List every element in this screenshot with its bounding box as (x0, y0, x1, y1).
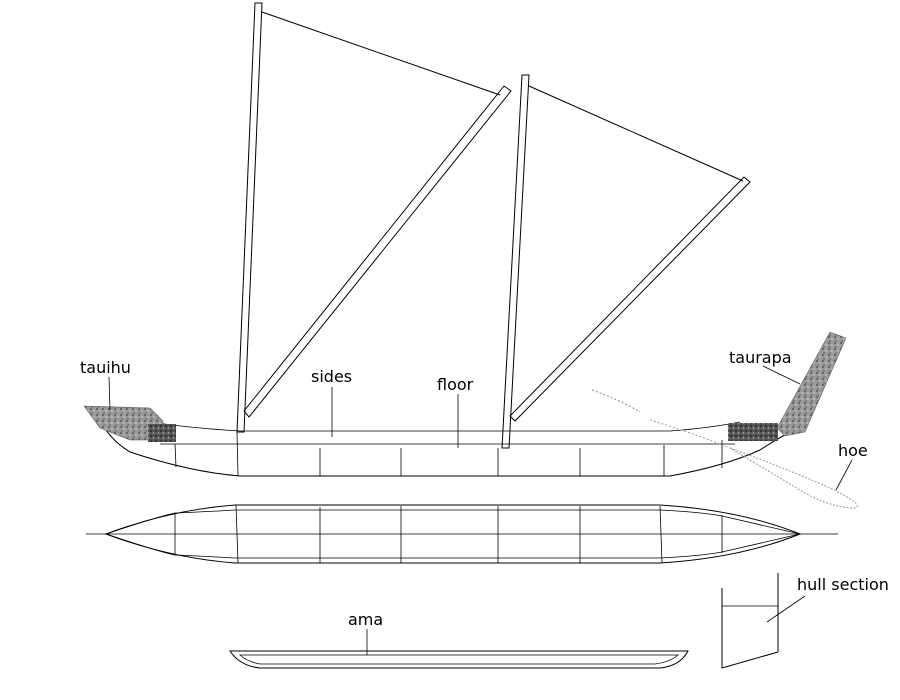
hull-frames (174, 431, 723, 477)
leader-lines (108, 365, 853, 655)
hull-plan-view (86, 504, 838, 564)
leader-hoe (835, 459, 853, 491)
hull-side-view (83, 331, 847, 477)
sail-fore (236, 2, 512, 433)
labels: tauihu sides floor taurapa hoe hull sect… (80, 348, 889, 629)
mast-fore (236, 2, 263, 433)
hoe-blade (729, 447, 858, 509)
hull-keel-line (99, 419, 791, 477)
sprit-aft (509, 176, 751, 422)
label-ama: ama (348, 610, 383, 629)
label-sides: sides (311, 367, 352, 386)
sprit-fore (243, 85, 512, 418)
sail-aft (501, 74, 751, 449)
stern-lashing (728, 423, 778, 441)
ama-inner-line (238, 654, 680, 665)
label-floor: floor (437, 375, 474, 394)
label-taurapa: taurapa (729, 348, 792, 367)
sail-fore-top-edge (261, 11, 501, 96)
prow-lashing (148, 424, 176, 442)
hoe-shaft-upper (591, 389, 641, 413)
taurapa-carving (776, 331, 847, 437)
gunwale-line (149, 421, 741, 432)
hoe-paddle (591, 389, 858, 509)
label-hull-section: hull section (797, 575, 889, 594)
ama-outline (229, 650, 689, 669)
hoe-shaft-lower (649, 419, 731, 449)
leader-taurapa (762, 365, 801, 385)
sail-aft-top-edge (528, 85, 744, 182)
plan-frames (174, 504, 723, 564)
hull-section-drawing (721, 573, 779, 669)
label-hoe: hoe (838, 441, 868, 460)
label-tauihu: tauihu (80, 358, 131, 377)
leader-hull-section (766, 595, 806, 623)
section-bottom-line (721, 651, 779, 669)
leader-tauihu (108, 376, 111, 411)
mast-aft (501, 74, 530, 449)
ama-drawing (229, 650, 689, 669)
